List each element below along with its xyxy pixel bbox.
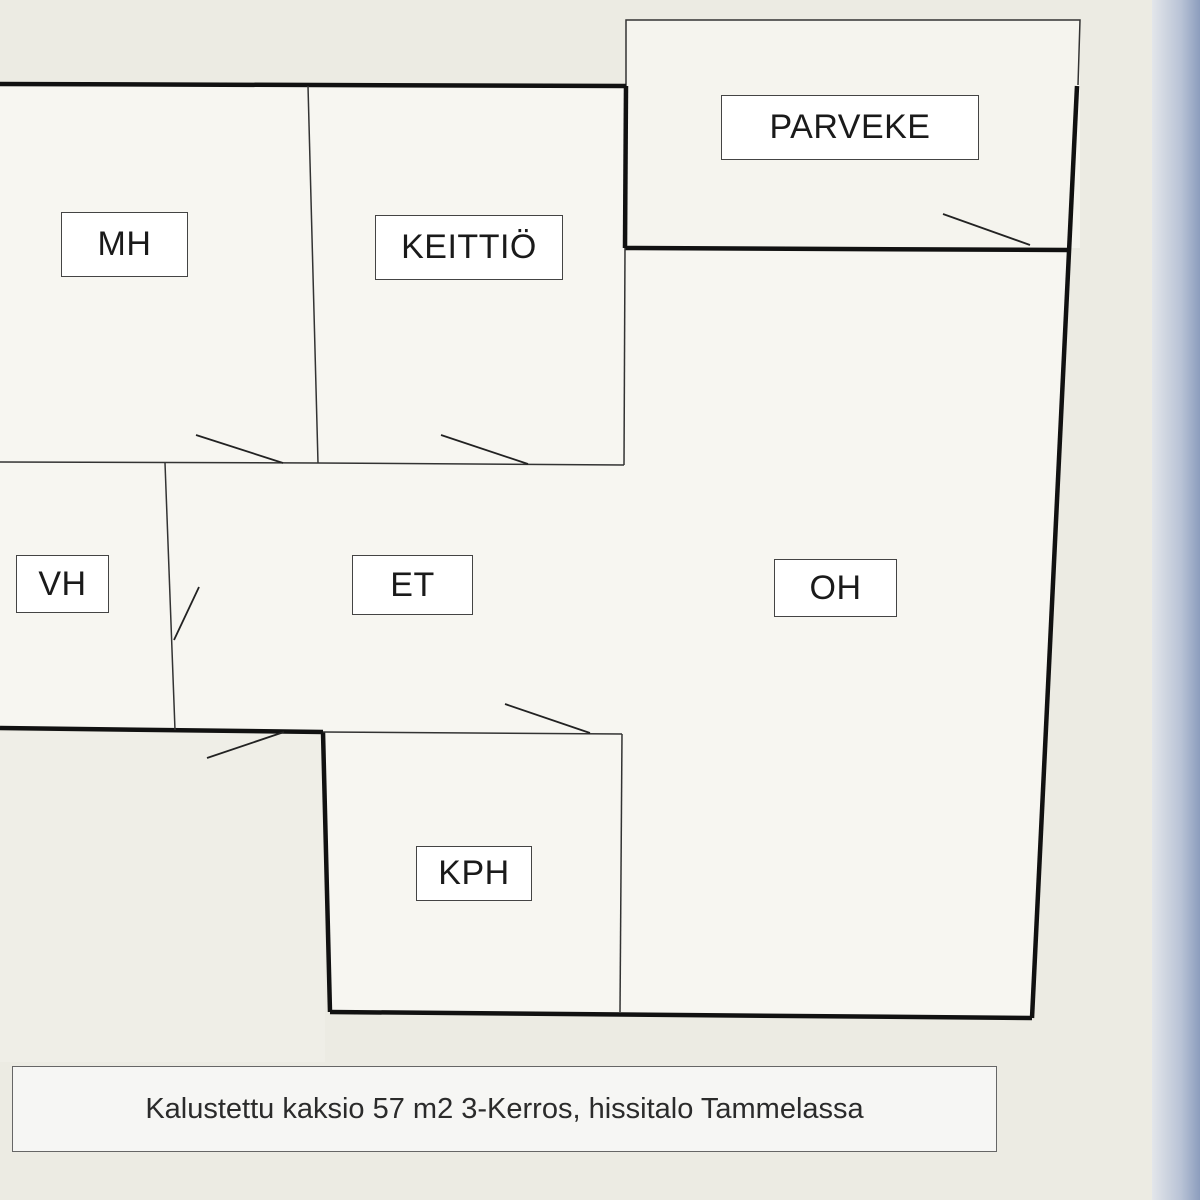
room-label-mh: MH <box>61 212 188 277</box>
room-label-kph: KPH <box>416 846 532 901</box>
wall-kph-top <box>322 731 623 735</box>
door-mh <box>195 434 284 464</box>
apartment-caption: Kalustettu kaksio 57 m2 3-Kerros, hissit… <box>12 1066 997 1152</box>
screen-edge <box>1152 0 1200 1200</box>
wall-kph-left <box>320 731 333 1013</box>
wall-top <box>0 81 627 89</box>
door-balcony <box>942 213 1031 246</box>
wall-keittio-bottom <box>317 462 625 466</box>
wall-mh-keittio <box>307 85 319 464</box>
room-label-oh: OH <box>774 559 897 617</box>
room-label-vh: VH <box>16 555 109 613</box>
wall-right <box>1029 85 1080 1019</box>
door-vh <box>173 586 200 641</box>
apartment-floor <box>0 84 1068 1018</box>
room-label-parveke: PARVEKE <box>721 95 979 160</box>
wall-balcony-left <box>622 85 629 249</box>
door-keittio <box>440 434 529 465</box>
wall-lower-left <box>0 725 324 735</box>
wall-balcony-bottom <box>624 245 1069 253</box>
wall-vh-right <box>164 462 176 731</box>
wall-kph-right <box>619 733 623 1013</box>
wall-bottom <box>329 1009 1033 1021</box>
room-label-keittio: KEITTIÖ <box>375 215 563 280</box>
wall-mh-bottom <box>0 461 319 464</box>
wall-keittio-right <box>623 247 626 466</box>
door-entrance <box>206 731 285 759</box>
lower-left-area <box>0 732 325 1062</box>
room-label-et: ET <box>352 555 473 615</box>
door-kph <box>504 703 591 734</box>
